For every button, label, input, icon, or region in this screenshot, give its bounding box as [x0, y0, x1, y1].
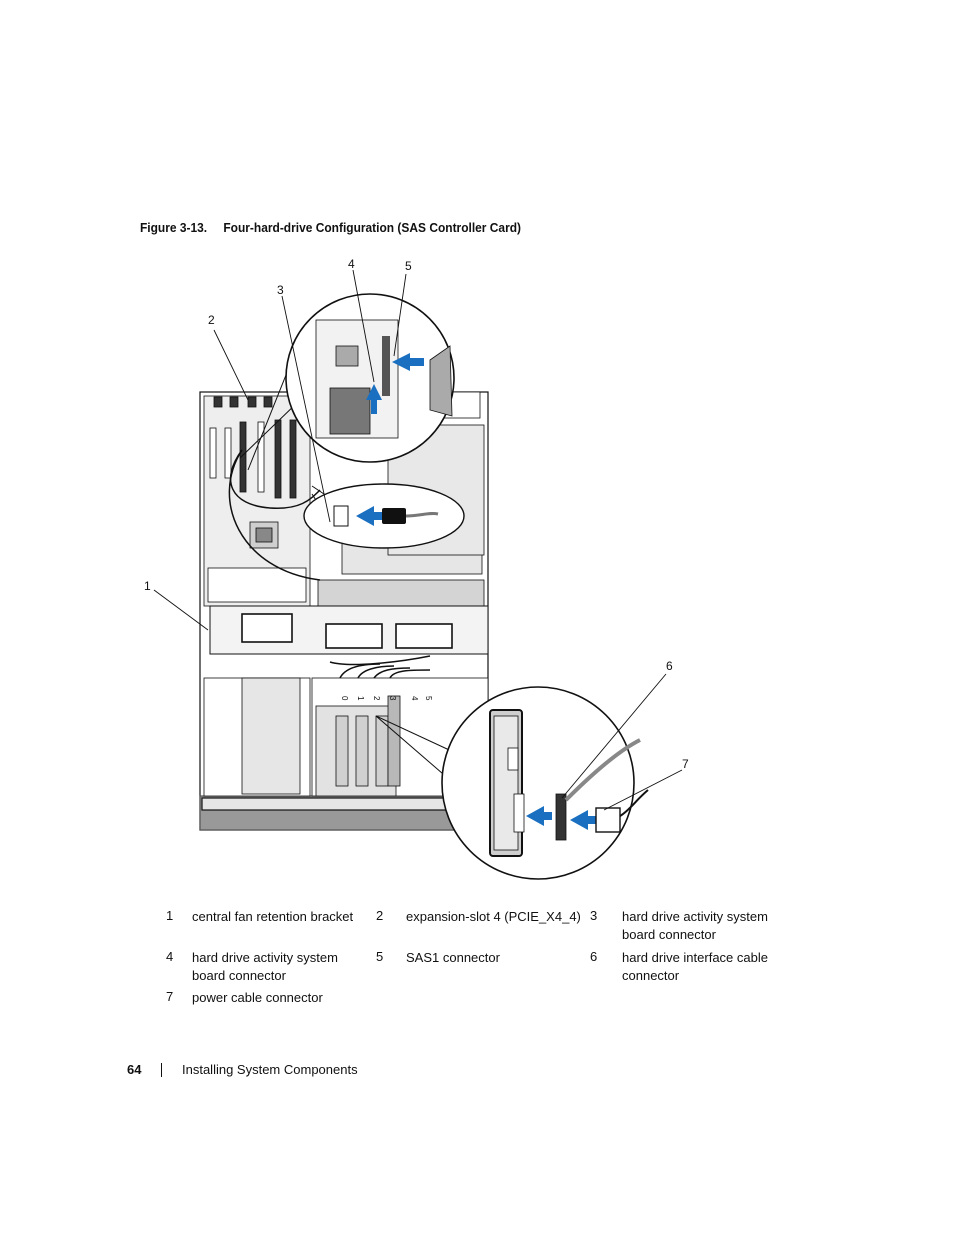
legend-number: 4 [166, 949, 174, 964]
zoom-activity-connector [303, 483, 465, 549]
legend-text: hard drive interface cable connector [622, 950, 768, 983]
drive-label-5: 5 [424, 696, 433, 701]
callout-4: 4 [348, 257, 355, 271]
callout-6: 6 [666, 659, 673, 673]
system-illustration: 0 1 2 3 4 5 [130, 250, 730, 890]
callout-leaders [153, 269, 683, 811]
fan-retention-bracket [209, 605, 489, 655]
legend-item-6: 6 hard drive interface cable connector [590, 949, 782, 985]
arrow-icon [366, 384, 382, 400]
section-title: Installing System Components [182, 1062, 358, 1077]
callout-5: 5 [405, 259, 412, 273]
legend-text: expansion-slot 4 (PCIE_X4_4) [406, 909, 581, 924]
arrow-icon [526, 806, 544, 826]
legend-item-2: 2 expansion-slot 4 (PCIE_X4_4) [376, 908, 586, 926]
legend-text: power cable connector [192, 990, 323, 1005]
legend-text: hard drive activity system board connect… [192, 950, 338, 983]
callout-numbers: 1 2 3 4 5 6 7 [144, 257, 689, 771]
legend-number: 1 [166, 908, 174, 923]
drive-label-2: 2 [372, 696, 381, 701]
legend-number: 7 [166, 989, 174, 1004]
callout-7: 7 [682, 757, 689, 771]
footer-divider [161, 1062, 162, 1077]
legend-number: 2 [376, 908, 384, 923]
page-number: 64 [127, 1062, 142, 1077]
figure-title: Four-hard-drive Configuration (SAS Contr… [223, 220, 522, 235]
legend-item-3: 3 hard drive activity system board conne… [590, 908, 782, 944]
legend-text: SAS1 connector [406, 950, 500, 965]
legend-number: 5 [376, 949, 384, 964]
drive-label-4: 4 [410, 696, 419, 701]
legend-number: 6 [590, 949, 598, 964]
zoom-controller-card [285, 293, 455, 463]
legend-text: hard drive activity system board connect… [622, 909, 768, 942]
legend-item-4: 4 hard drive activity system board conne… [166, 949, 352, 985]
callout-1: 1 [144, 579, 151, 593]
drive-connector-labels: 0 1 2 3 4 5 [340, 696, 433, 701]
zoom-drive-connectors [441, 686, 649, 880]
arrow-icon [392, 353, 410, 371]
hard-drive-configuration-diagram: 0 1 2 3 4 5 [144, 257, 689, 880]
callout-2: 2 [208, 313, 215, 327]
legend-item-1: 1 central fan retention bracket [166, 908, 372, 926]
system-board [203, 395, 311, 607]
legend-text: central fan retention bracket [192, 909, 354, 924]
page-footer: 64 Installing System Components [127, 1062, 358, 1077]
drive-label-0: 0 [340, 696, 349, 701]
legend-item-7: 7 power cable connector [166, 989, 372, 1007]
arrow-icon [570, 810, 588, 830]
legend-number: 3 [590, 908, 598, 923]
callout-3: 3 [277, 283, 284, 297]
arrow-icon [356, 506, 374, 526]
figure-caption: Figure 3-13. Four-hard-drive Configurati… [140, 220, 521, 235]
legend-item-5: 5 SAS1 connector [376, 949, 586, 967]
drive-label-3: 3 [388, 696, 397, 701]
drive-label-1: 1 [356, 696, 365, 701]
figure-number: Figure 3-13. [140, 220, 208, 235]
cables [228, 449, 431, 679]
